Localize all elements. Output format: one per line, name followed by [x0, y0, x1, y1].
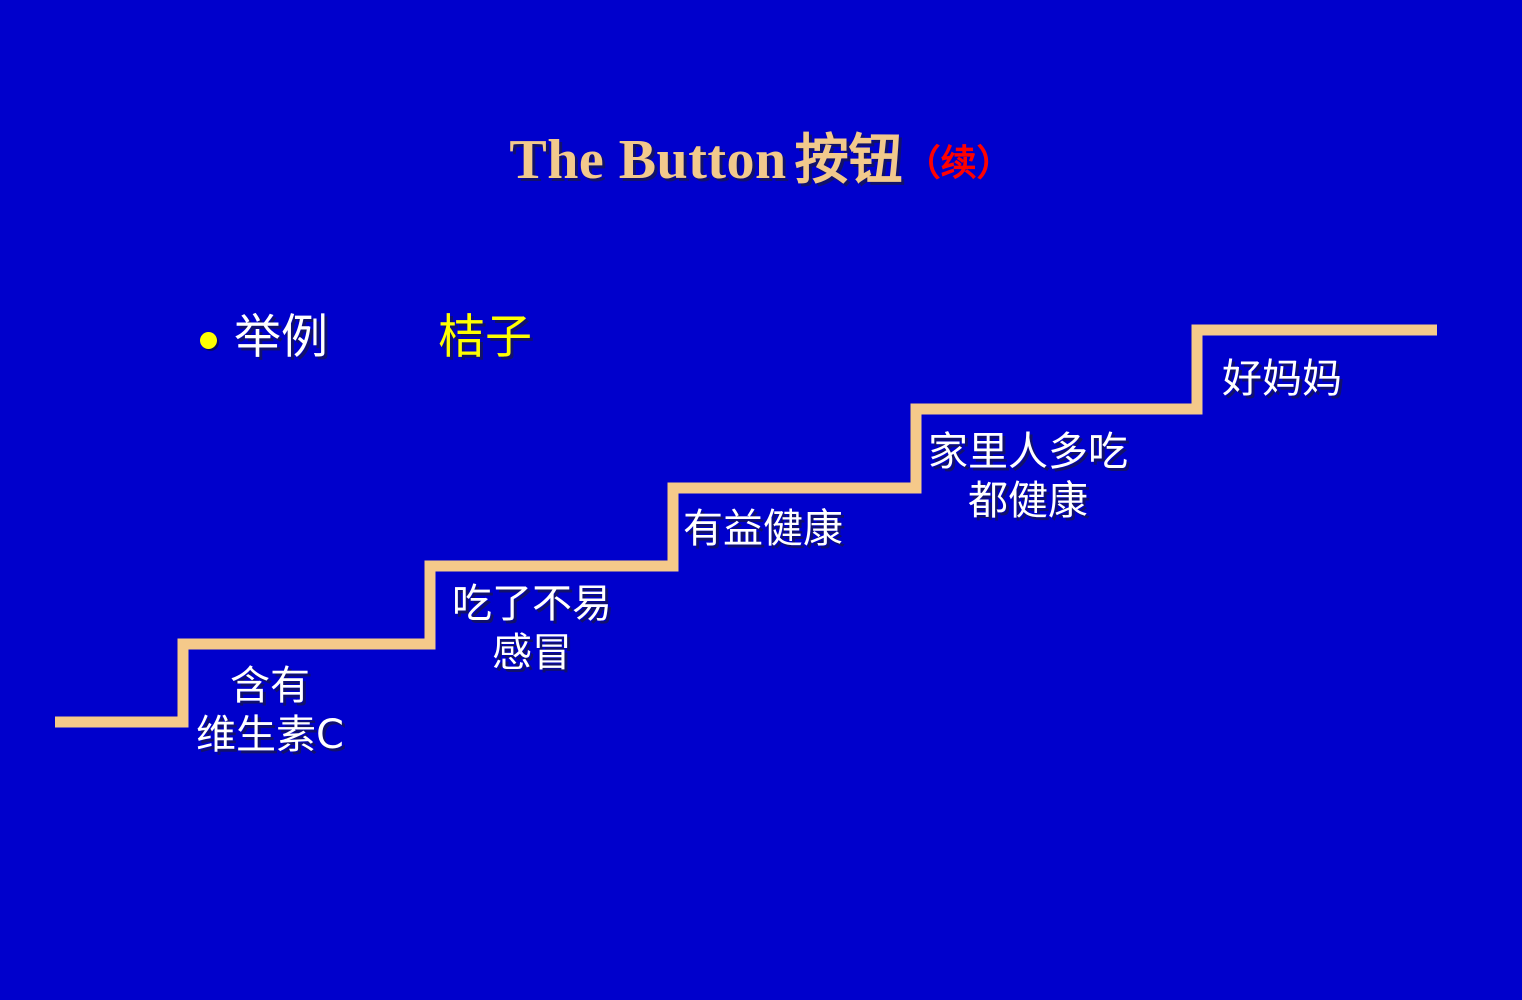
step-label-5-line1: 好妈妈 [1222, 356, 1342, 402]
bullet-label: 举例 [234, 310, 328, 365]
title-suffix-text: （续） [904, 143, 1013, 184]
step-label-5: 好妈妈 [1222, 355, 1342, 404]
bullet-row: 举例 桔子 [200, 298, 532, 367]
step-label-3: 有益健康 [683, 505, 843, 554]
step-label-4-line2: 都健康 [968, 477, 1088, 524]
title-english-text: The Button [509, 129, 787, 191]
step-label-4-line1: 家里人多吃 [928, 429, 1128, 475]
step-label-2-line2: 感冒 [492, 629, 572, 676]
step-label-1: 含有 维生素C [196, 662, 344, 760]
step-label-2: 吃了不易 感冒 [452, 580, 612, 678]
step-label-1-line1: 含有 [229, 663, 310, 709]
step-label-4: 家里人多吃 都健康 [928, 428, 1128, 526]
step-label-1-line2: 维生素C [196, 711, 344, 758]
bullet-dot-icon [200, 332, 217, 349]
step-label-3-line1: 有益健康 [683, 506, 843, 552]
title-chinese-text: 按钮 [794, 128, 903, 191]
bullet-accent-label: 桔子 [438, 310, 532, 365]
step-label-2-line1: 吃了不易 [452, 581, 612, 627]
